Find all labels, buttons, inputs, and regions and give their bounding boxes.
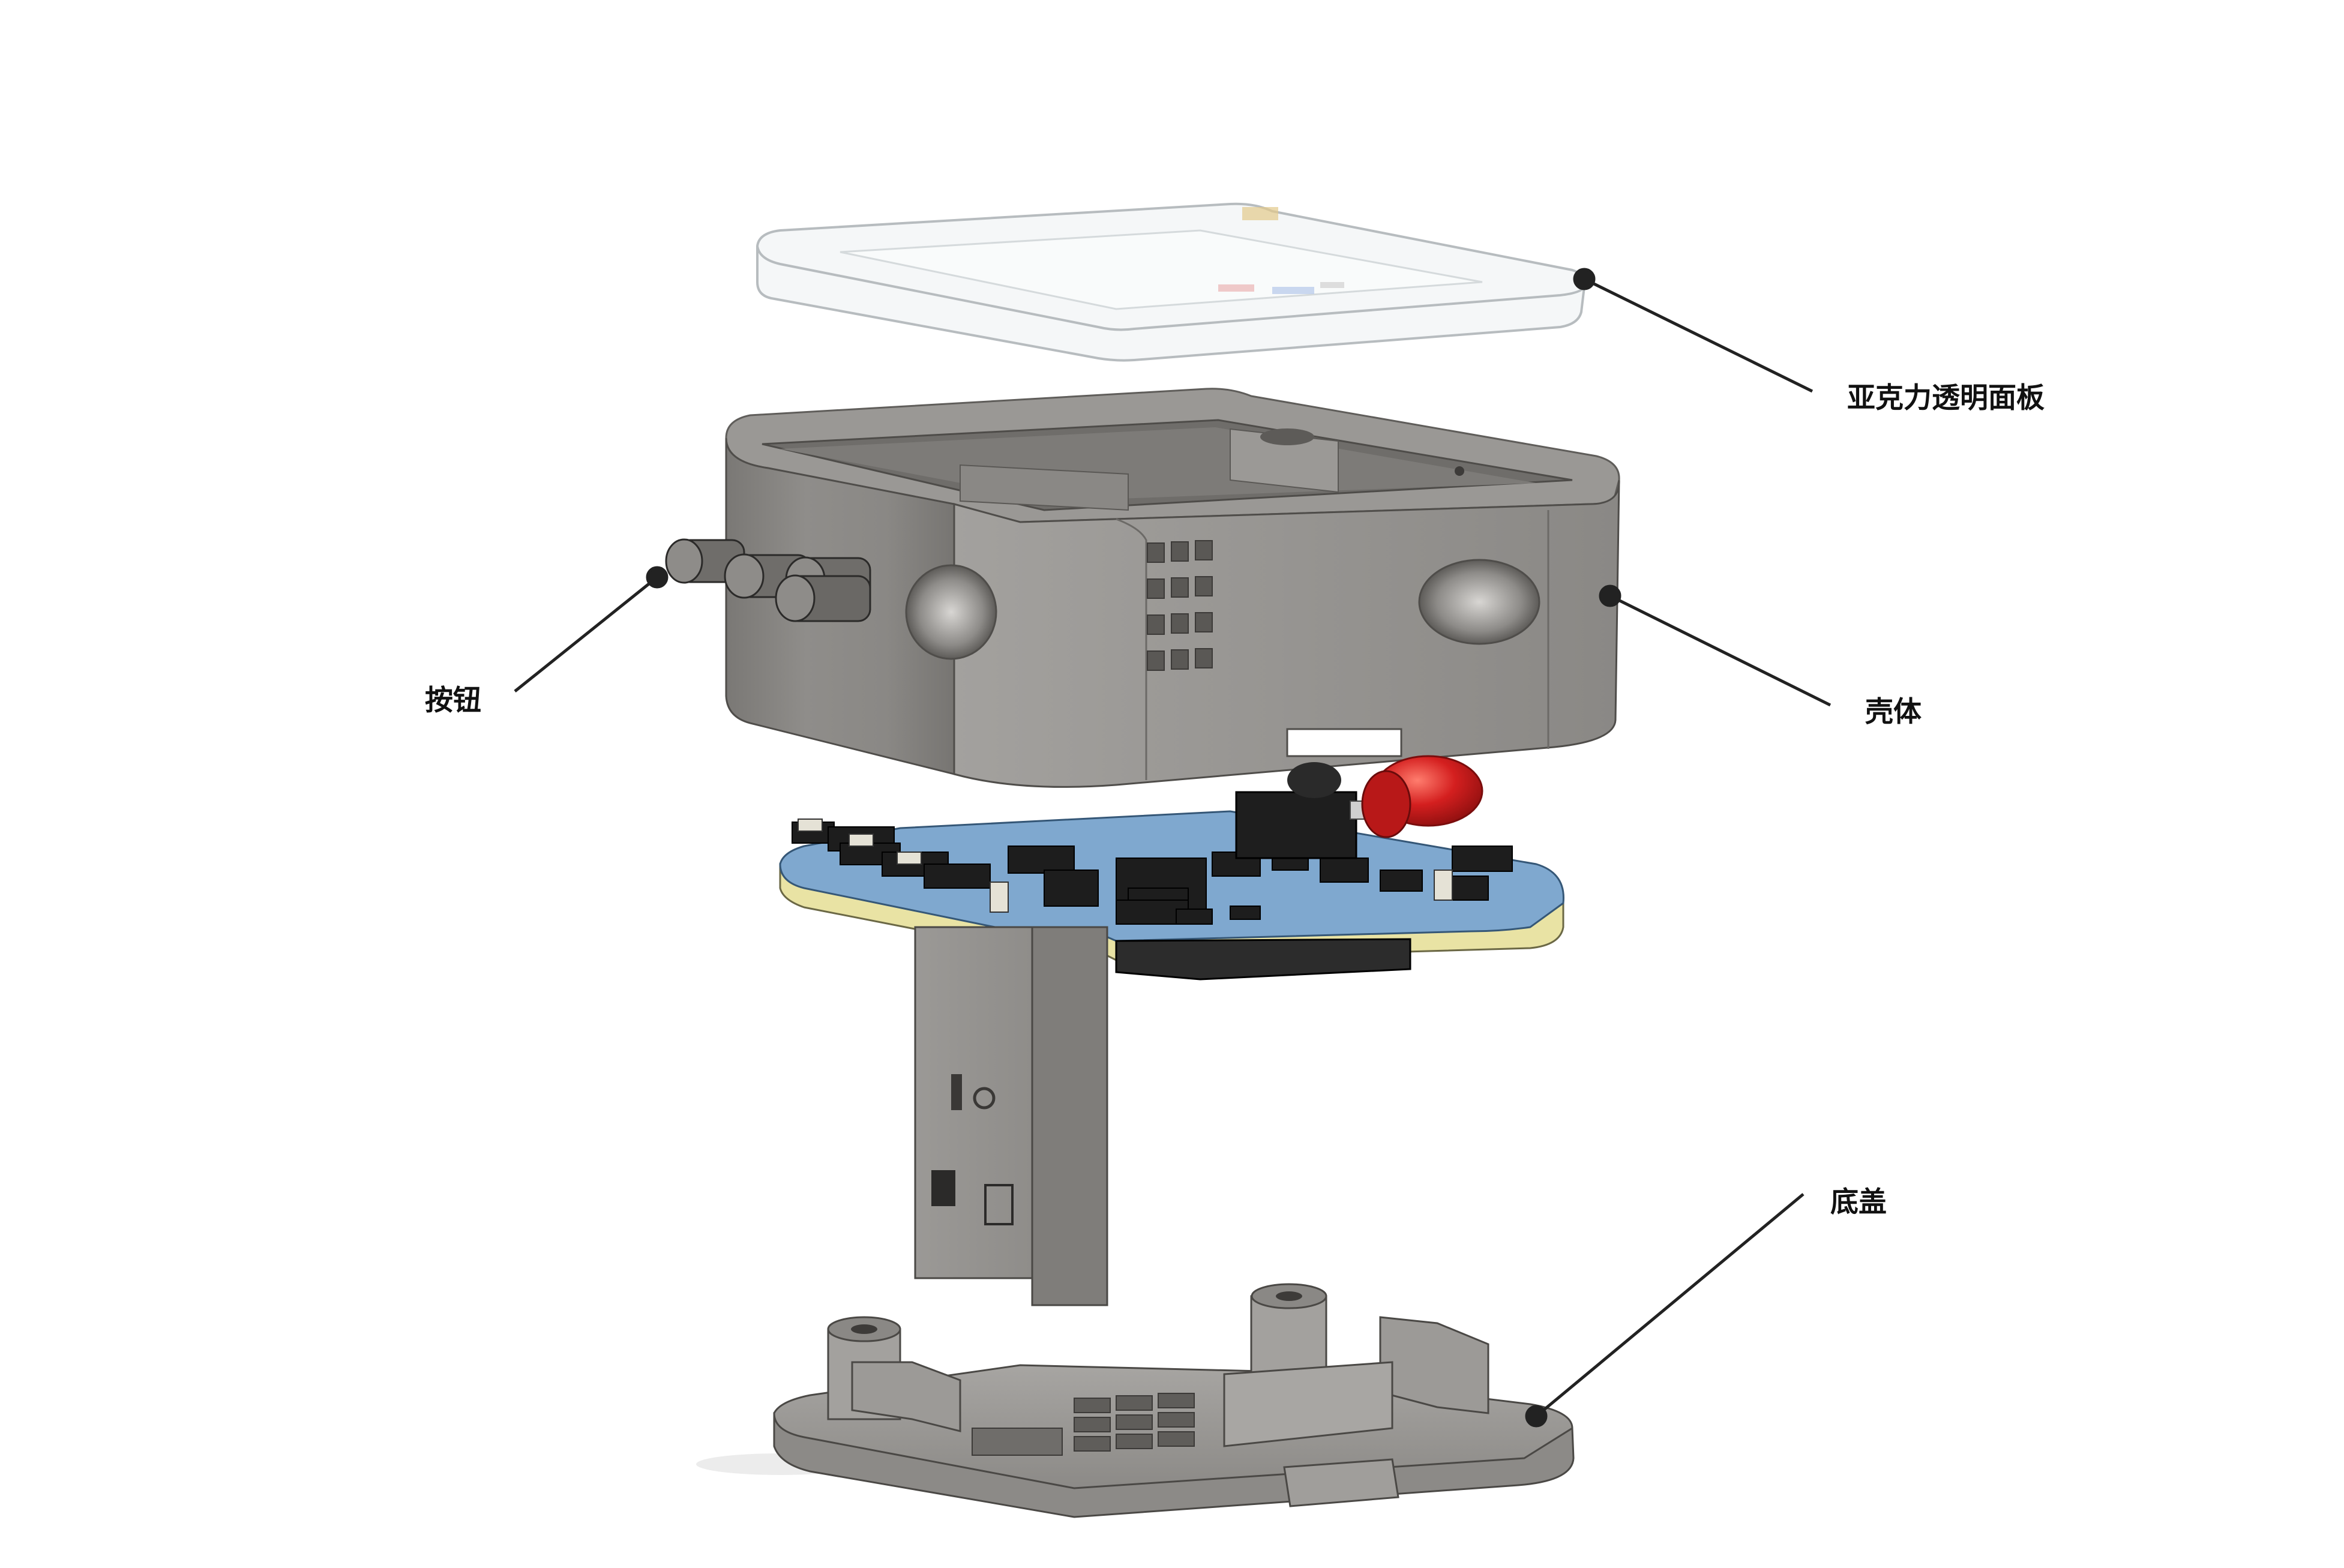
acrylic-panel xyxy=(756,202,1586,362)
callout-dot-base xyxy=(1525,1405,1548,1428)
label-shell: 壳体 xyxy=(1865,695,1922,728)
label-buttons: 按钮 xyxy=(425,684,481,717)
leader-lines xyxy=(514,268,1832,1428)
callout-dot-button xyxy=(646,566,669,589)
vent-grid xyxy=(1147,540,1213,671)
label-base-cover: 底盖 xyxy=(1830,1186,1887,1219)
callout-dot-shell xyxy=(1599,584,1621,607)
base-cover xyxy=(696,1283,1575,1518)
pcb-board xyxy=(779,755,1564,981)
label-acrylic-panel: 亚克力透明面板 xyxy=(1847,382,2045,415)
usb-plug xyxy=(914,926,1108,1306)
buttons xyxy=(665,538,871,622)
callout-dot-panel xyxy=(1573,268,1596,290)
